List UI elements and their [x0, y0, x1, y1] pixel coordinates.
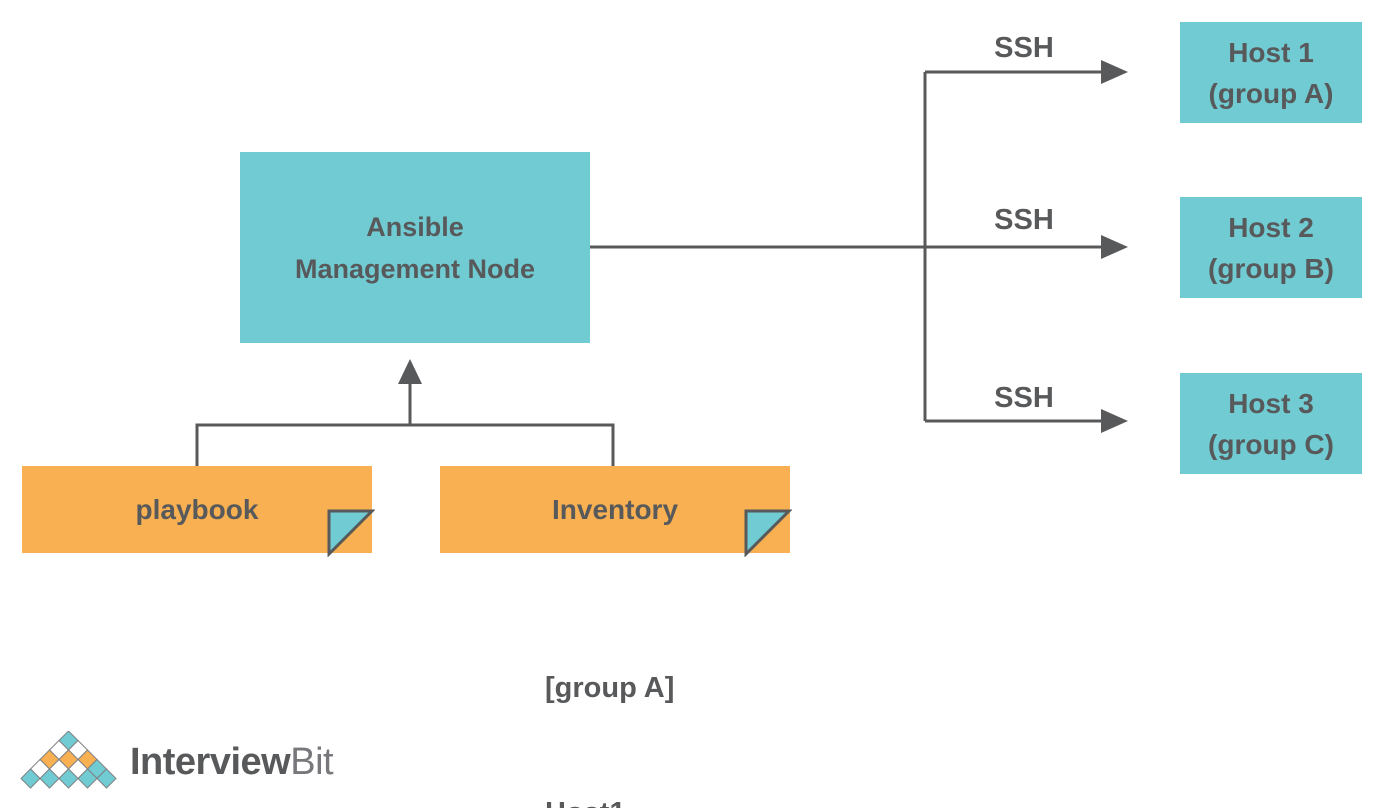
ssh-label-host3: SSH: [994, 382, 1054, 414]
interviewbit-logo: InterviewBit: [20, 731, 334, 793]
host2-box: Host 2 (group B): [1180, 197, 1362, 298]
host3-group: (group C): [1208, 428, 1334, 460]
interviewbit-logo-text: InterviewBit: [130, 740, 334, 784]
arrowhead-host2: [1101, 235, 1128, 259]
ssh-label-host2: SSH: [994, 204, 1054, 236]
management-node-label-line2: Management Node: [294, 253, 536, 284]
host1-box: Host 1 (group A): [1180, 22, 1362, 123]
inventory-label: Inventory: [551, 493, 679, 525]
host1-group: (group A): [1208, 77, 1334, 109]
management-node-label-line1: Ansible: [366, 211, 464, 242]
host3-box: Host 3 (group C): [1180, 373, 1362, 474]
logo-text-interview: Interview: [130, 740, 291, 783]
playbook-box: playbook: [22, 466, 372, 553]
playbook-label: playbook: [135, 493, 259, 525]
inventory-box: Inventory: [440, 466, 790, 553]
host1-name: Host 1: [1228, 36, 1314, 68]
arrowhead-host1: [1101, 60, 1128, 84]
ansible-management-node-box: Ansible Management Node: [240, 152, 590, 343]
ssh-label-host1: SSH: [994, 32, 1054, 64]
arrowhead-host3: [1101, 409, 1128, 433]
file-tree-line: [195, 423, 615, 466]
inventory-line-group-a: [group A]: [545, 672, 675, 704]
host3-name: Host 3: [1228, 387, 1314, 419]
arrowhead-management-node: [398, 359, 422, 384]
host2-name: Host 2: [1228, 211, 1314, 243]
interviewbit-pyramid-icon: [20, 731, 117, 789]
host2-group: (group B): [1208, 252, 1334, 284]
logo-text-bit: Bit: [290, 740, 334, 783]
